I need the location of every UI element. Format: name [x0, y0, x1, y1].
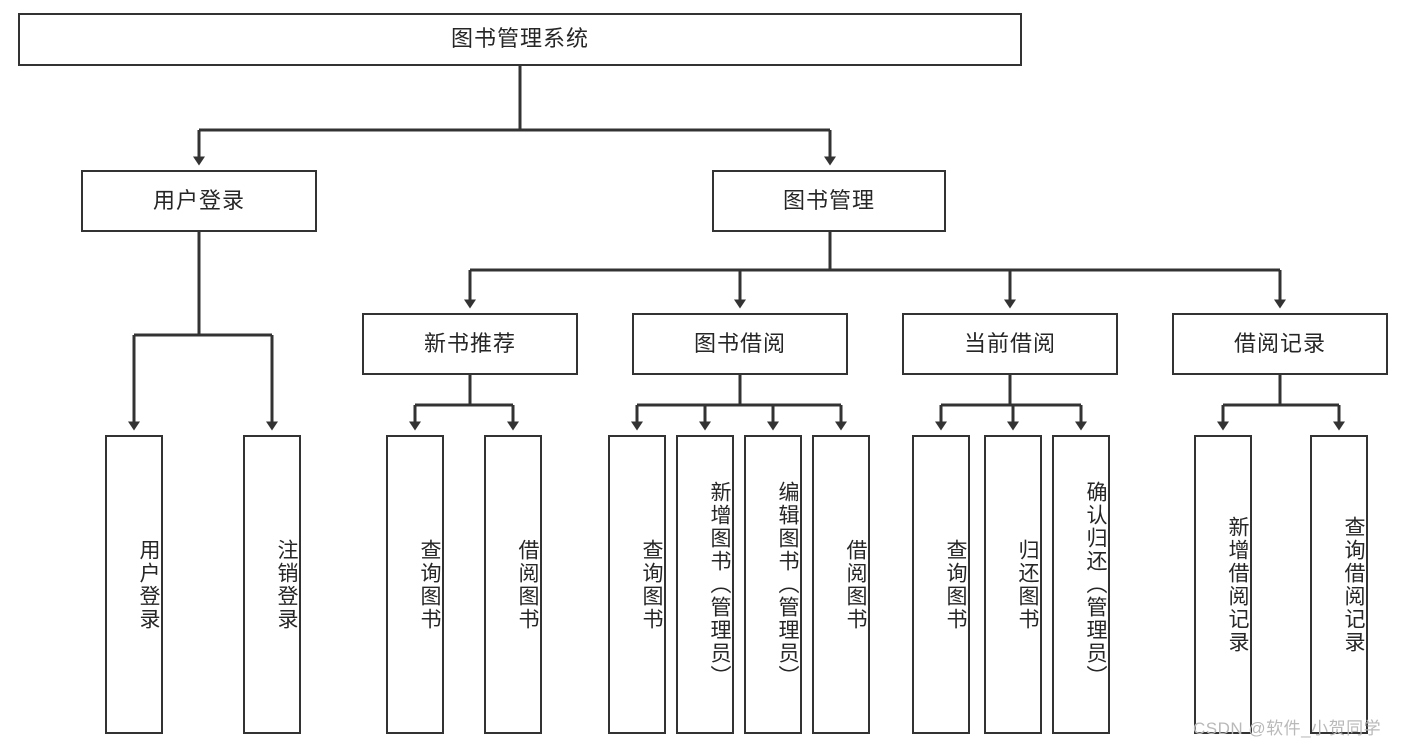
node-current-borrow-label: 当前借阅: [963, 330, 1056, 356]
node-leaf-borrow-book-1-label: 借阅图书: [516, 538, 539, 631]
node-root-label: 图书管理系统: [450, 26, 589, 52]
node-leaf-logout[interactable]: 注销登录: [243, 435, 301, 734]
node-leaf-confirm-return[interactable]: 确认归还（管理员）: [1052, 435, 1110, 734]
node-new-book-recommend[interactable]: 新书推荐: [362, 313, 578, 375]
node-leaf-user-login[interactable]: 用户登录: [105, 435, 163, 734]
node-leaf-add-record-label: 新增借阅记录: [1226, 515, 1249, 654]
node-leaf-query-book-2-label: 查询图书: [640, 538, 663, 631]
node-borrow-record-label: 借阅记录: [1233, 330, 1326, 356]
node-leaf-query-record[interactable]: 查询借阅记录: [1310, 435, 1368, 734]
node-leaf-edit-book[interactable]: 编辑图书（管理员）: [744, 435, 802, 734]
node-borrow-record[interactable]: 借阅记录: [1172, 313, 1388, 375]
node-leaf-confirm-return-label: 确认归还（管理员）: [1084, 481, 1107, 688]
node-leaf-query-book-3-label: 查询图书: [944, 538, 967, 631]
node-leaf-borrow-book-1[interactable]: 借阅图书: [484, 435, 542, 734]
node-leaf-query-book-3[interactable]: 查询图书: [912, 435, 970, 734]
node-leaf-query-book-1-label: 查询图书: [418, 538, 441, 631]
node-leaf-borrow-book-2-label: 借阅图书: [844, 538, 867, 631]
node-book-borrow-label: 图书借阅: [693, 330, 786, 356]
node-leaf-add-book-label: 新增图书（管理员）: [708, 481, 731, 688]
node-leaf-add-book[interactable]: 新增图书（管理员）: [676, 435, 734, 734]
node-current-borrow[interactable]: 当前借阅: [902, 313, 1118, 375]
node-leaf-add-record[interactable]: 新增借阅记录: [1194, 435, 1252, 734]
node-book-borrow[interactable]: 图书借阅: [632, 313, 848, 375]
node-leaf-return-book-label: 归还图书: [1016, 538, 1039, 631]
node-leaf-edit-book-label: 编辑图书（管理员）: [776, 481, 799, 688]
node-leaf-user-login-label: 用户登录: [137, 538, 160, 631]
node-leaf-borrow-book-2[interactable]: 借阅图书: [812, 435, 870, 734]
node-new-book-recommend-label: 新书推荐: [423, 330, 516, 356]
node-leaf-query-book-1[interactable]: 查询图书: [386, 435, 444, 734]
node-leaf-return-book[interactable]: 归还图书: [984, 435, 1042, 734]
node-user-login-label: 用户登录: [152, 187, 245, 213]
node-leaf-query-book-2[interactable]: 查询图书: [608, 435, 666, 734]
node-root[interactable]: 图书管理系统: [18, 13, 1022, 66]
node-book-manage-label: 图书管理: [782, 187, 875, 213]
node-leaf-logout-label: 注销登录: [275, 538, 298, 631]
node-user-login[interactable]: 用户登录: [81, 170, 317, 232]
node-leaf-query-record-label: 查询借阅记录: [1342, 515, 1365, 654]
node-book-manage[interactable]: 图书管理: [712, 170, 946, 232]
